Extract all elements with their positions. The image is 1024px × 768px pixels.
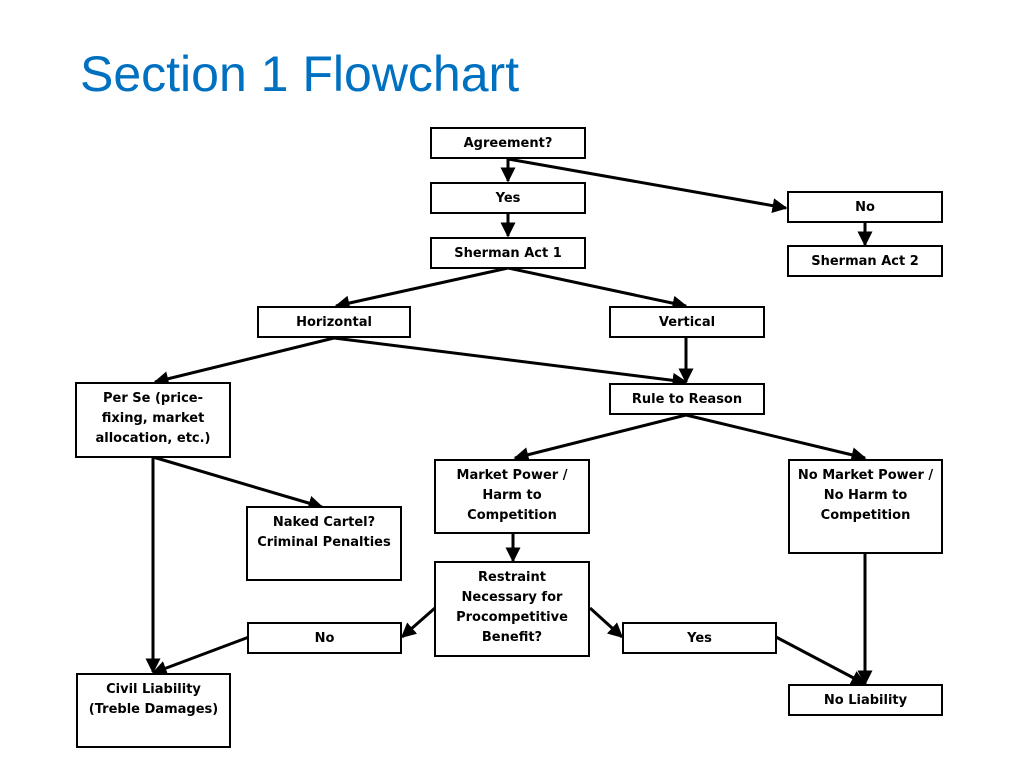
node-per-se-label: Per Se (price-fixing, market allocation,… xyxy=(95,391,211,446)
arrow-restraint-to-no xyxy=(400,606,436,639)
arrow-horizontal-to-rule xyxy=(333,336,688,388)
node-no-market-power: No Market Power / No Harm to Competition xyxy=(788,459,943,554)
arrow-agreement-to-no xyxy=(507,157,788,214)
arrow-per-se-to-naked-cartel xyxy=(152,455,324,511)
node-sherman-act-1: Sherman Act 1 xyxy=(430,237,586,269)
node-per-se: Per Se (price-fixing, market allocation,… xyxy=(75,382,231,458)
node-yes-top: Yes xyxy=(430,182,586,214)
arrow-sherman1-to-horizontal xyxy=(334,266,509,311)
node-naked-cartel-label: Naked Cartel? Criminal Penalties xyxy=(257,515,391,550)
node-market-power-label: Market Power / Harm to Competition xyxy=(456,468,568,523)
node-civil-liability: Civil Liability (Treble Damages) xyxy=(76,673,231,748)
node-restraint-necessary: Restraint Necessary for Procompetitive B… xyxy=(434,561,590,657)
node-rule-of-reason: Rule to Reason xyxy=(609,383,765,415)
node-no-liability: No Liability xyxy=(788,684,943,716)
node-horizontal-label: Horizontal xyxy=(296,315,372,330)
node-sherman-act-2: Sherman Act 2 xyxy=(787,245,943,277)
node-restraint-necessary-label: Restraint Necessary for Procompetitive B… xyxy=(456,570,568,645)
node-yes-bottom: Yes xyxy=(622,622,777,654)
node-yes-top-label: Yes xyxy=(495,191,521,206)
node-no-bottom-label: No xyxy=(314,631,335,646)
page-title: Section 1 Flowchart xyxy=(80,46,520,102)
node-sherman-act-1-label: Sherman Act 1 xyxy=(454,246,562,261)
node-no-market-power-label: No Market Power / No Harm to Competition xyxy=(797,468,934,523)
arrow-rule-to-no-market-power xyxy=(685,413,867,463)
node-yes-bottom-label: Yes xyxy=(687,631,712,646)
arrow-restraint-to-yes xyxy=(588,606,624,639)
arrow-no-to-civil-liability xyxy=(151,635,250,676)
node-vertical: Vertical xyxy=(609,306,765,338)
node-market-power: Market Power / Harm to Competition xyxy=(434,459,590,534)
node-vertical-label: Vertical xyxy=(658,315,716,330)
node-no-top: No xyxy=(787,191,943,223)
node-naked-cartel: Naked Cartel? Criminal Penalties xyxy=(246,506,402,581)
arrow-yes-to-no-liability xyxy=(775,635,867,686)
node-agreement: Agreement? xyxy=(430,127,586,159)
arrow-rule-to-market-power xyxy=(513,413,687,462)
node-no-liability-label: No Liability xyxy=(823,693,908,708)
arrow-sherman1-to-vertical xyxy=(507,266,688,311)
node-horizontal: Horizontal xyxy=(257,306,411,338)
node-no-top-label: No xyxy=(855,200,875,215)
node-agreement-label: Agreement? xyxy=(463,136,553,151)
node-civil-liability-label: Civil Liability (Treble Damages) xyxy=(88,682,219,717)
node-sherman-act-2-label: Sherman Act 2 xyxy=(811,254,919,269)
node-rule-of-reason-label: Rule to Reason xyxy=(631,392,743,407)
arrow-horizontal-to-per-se xyxy=(153,336,335,387)
node-no-bottom: No xyxy=(247,622,402,654)
